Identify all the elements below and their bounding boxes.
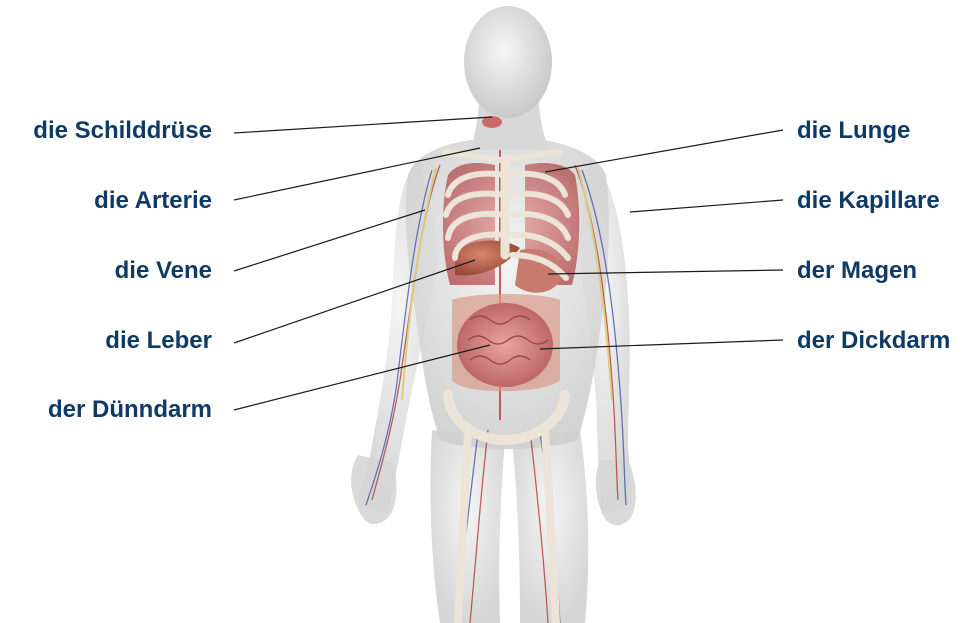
label-leber: die Leber — [105, 327, 212, 355]
leader-line-lunge — [545, 130, 783, 172]
label-duenndarm: der Dünndarm — [48, 396, 212, 424]
label-kapillare: die Kapillare — [797, 187, 940, 215]
label-schilddruese: die Schilddrüse — [33, 117, 212, 145]
leader-line-schilddruese — [234, 117, 492, 133]
label-vene: die Vene — [115, 257, 212, 285]
left-hand — [351, 455, 396, 524]
label-arterie: die Arterie — [94, 187, 212, 215]
head — [464, 6, 552, 118]
label-dickdarm: der Dickdarm — [797, 327, 950, 355]
right-hand — [596, 460, 636, 525]
label-magen: der Magen — [797, 257, 917, 285]
label-lunge: die Lunge — [797, 117, 910, 145]
small-intestine — [457, 303, 553, 387]
leader-line-kapillare — [630, 200, 783, 212]
